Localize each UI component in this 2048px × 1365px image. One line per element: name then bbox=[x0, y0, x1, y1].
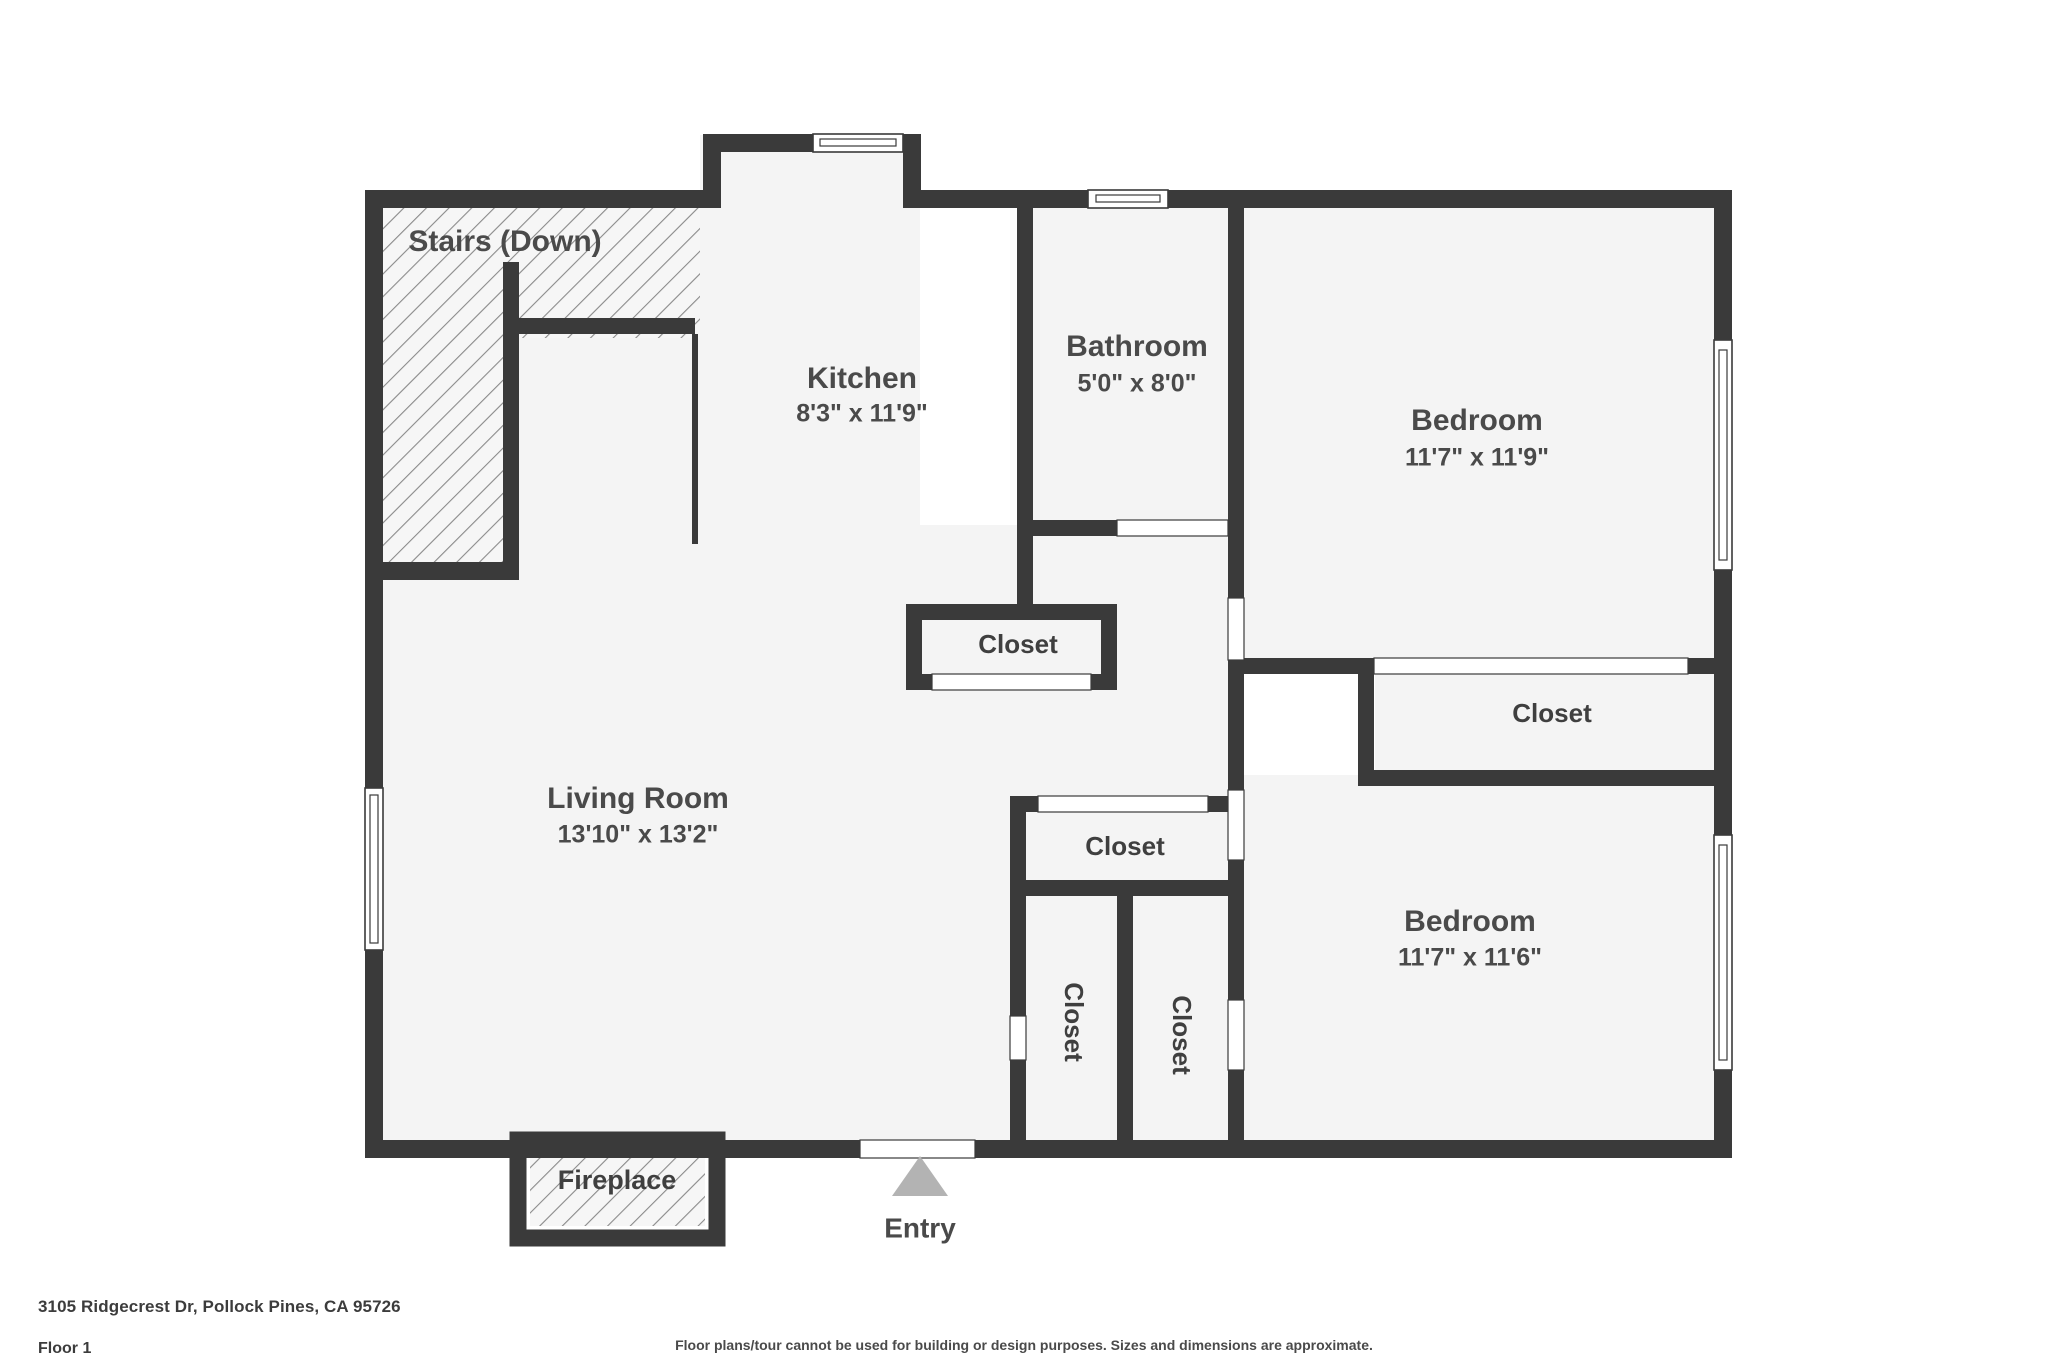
room-labels: Stairs (Down) Kitchen 8'3" x 11'9" Bathr… bbox=[408, 225, 1549, 972]
entry-marker-icon bbox=[892, 1156, 948, 1196]
floor-label: Floor 1 bbox=[38, 1340, 92, 1357]
walls bbox=[365, 134, 1732, 1158]
room-label-bedroom2-name: Bedroom bbox=[1404, 905, 1536, 938]
fireplace-hatch bbox=[530, 1148, 705, 1226]
closet-label-kitchen-hall: Closet bbox=[978, 629, 1058, 659]
feature-label-fireplace: Fireplace bbox=[558, 1165, 677, 1195]
property-address: 3105 Ridgecrest Dr, Pollock Pines, CA 95… bbox=[38, 1297, 401, 1316]
doorways bbox=[859, 519, 1689, 1159]
windows bbox=[364, 133, 1733, 1071]
room-label-kitchen-name: Kitchen bbox=[807, 362, 917, 395]
room-label-stairs: Stairs (Down) bbox=[408, 225, 601, 258]
room-label-bathroom-dims: 5'0" x 8'0" bbox=[1077, 370, 1196, 398]
hatched-areas bbox=[368, 194, 705, 1226]
closet-label-hall-upper: Closet bbox=[1085, 831, 1165, 861]
feature-label-entry: Entry bbox=[884, 1212, 956, 1243]
room-label-bathroom-name: Bathroom bbox=[1066, 330, 1208, 363]
room-label-bedroom2-dims: 11'7" x 11'6" bbox=[1398, 944, 1542, 972]
closet-label-bedroom-1: Closet bbox=[1512, 698, 1592, 728]
room-label-bedroom1-name: Bedroom bbox=[1411, 404, 1543, 437]
disclaimer-text: Floor plans/tour cannot be used for buil… bbox=[675, 1337, 1373, 1353]
feature-labels: Fireplace Entry bbox=[558, 1165, 956, 1243]
fireplace-box bbox=[509, 1131, 726, 1247]
floor-fills bbox=[365, 135, 1720, 1140]
closet-label-hall-right: Closet bbox=[1167, 995, 1197, 1075]
stairs-hatch bbox=[368, 194, 700, 578]
closet-labels: Closet Closet Closet Closet Closet bbox=[978, 629, 1592, 1075]
room-label-kitchen-dims: 8'3" x 11'9" bbox=[796, 400, 928, 428]
room-label-bedroom1-dims: 11'7" x 11'9" bbox=[1405, 444, 1549, 472]
room-label-living-name: Living Room bbox=[547, 782, 729, 815]
room-label-living-dims: 13'10" x 13'2" bbox=[558, 821, 719, 849]
closet-label-hall-left: Closet bbox=[1059, 982, 1089, 1062]
